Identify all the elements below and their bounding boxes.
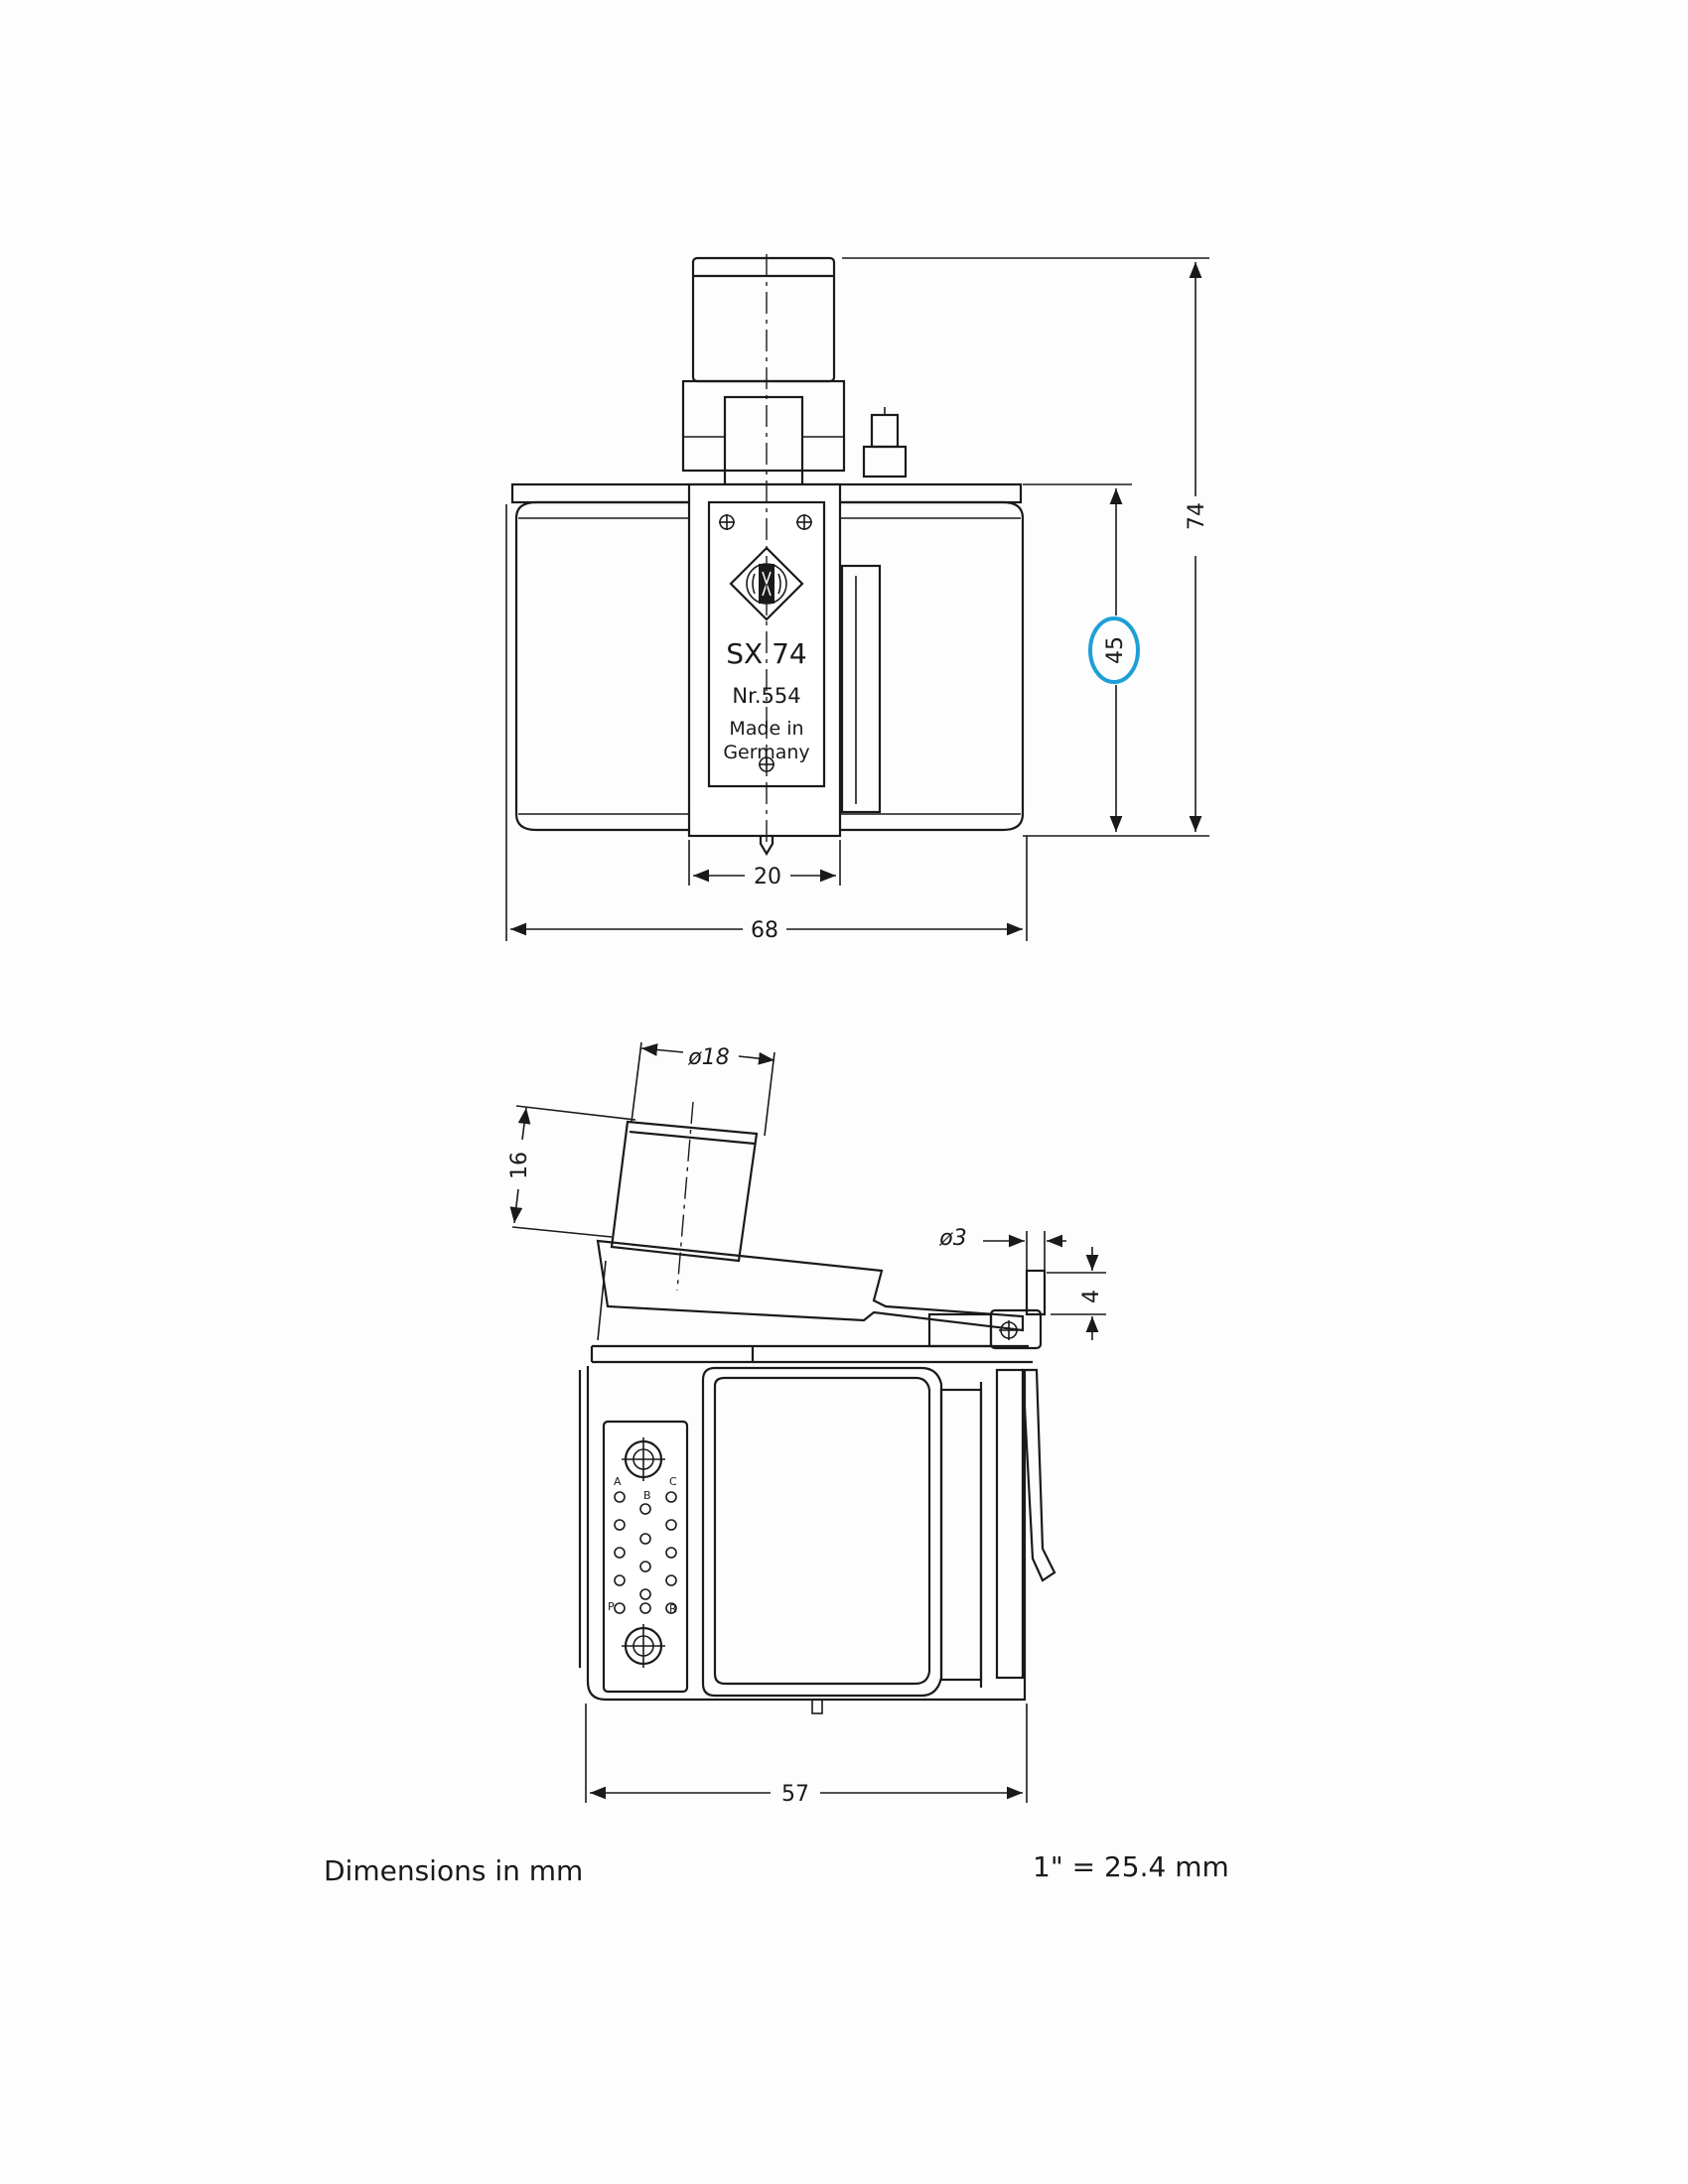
pin [870, 413, 900, 449]
front-view: SX 74 Nr.554 Made in Germany 74 45 20 68 [505, 254, 1209, 943]
pin-label: P [608, 1600, 615, 1613]
clamp-bracket [723, 395, 804, 488]
dim-pin-diameter: ø3 [938, 1226, 966, 1251]
side-strip [995, 1368, 1025, 1680]
screw-icon [999, 1320, 1019, 1340]
side-view: A B C P R ø18 16 ø3 4 57 [507, 1041, 1106, 1807]
pin-base [862, 445, 908, 478]
clamp-block [681, 379, 846, 473]
dim-pin-height: 4 [1079, 1290, 1104, 1303]
dim-stylus-height: 16 [507, 1152, 532, 1179]
pin-label: C [669, 1475, 677, 1488]
dim-side-width: 57 [781, 1782, 809, 1807]
cartridge-cover [701, 1366, 943, 1698]
connector-screw-icon [622, 1624, 665, 1668]
connector-panel [602, 1420, 689, 1694]
dim-body-height: 45 [1103, 636, 1128, 664]
highlight-circle [1088, 616, 1140, 684]
side-slot [840, 564, 882, 814]
connector-pins [614, 1491, 677, 1614]
side-lever [1021, 1368, 1056, 1582]
stylus-tip [759, 836, 774, 857]
pin-label: R [669, 1602, 677, 1615]
housing [586, 1366, 1027, 1702]
pin-post [1025, 1269, 1047, 1316]
stylus-cylinder [610, 1120, 759, 1263]
connector-screw-icon [622, 1437, 665, 1481]
units-caption: Dimensions in mm [324, 1854, 584, 1887]
dim-stylus-diameter: ø18 [687, 1045, 729, 1070]
bottom-nub [811, 1699, 823, 1714]
screw-icon [796, 514, 812, 530]
dim-total-width: 68 [751, 918, 778, 943]
pin-label: B [643, 1489, 651, 1502]
pin-clamp [989, 1308, 1043, 1350]
dim-total-height: 74 [1185, 502, 1209, 530]
main-body [514, 500, 1025, 832]
pin-label: A [614, 1475, 622, 1488]
dim-center-width: 20 [754, 865, 781, 889]
conversion-caption: 1" = 25.4 mm [1033, 1850, 1229, 1883]
screw-icon [719, 514, 735, 530]
cover-flange [939, 1388, 983, 1682]
tonearm-bracket [596, 1239, 1025, 1332]
